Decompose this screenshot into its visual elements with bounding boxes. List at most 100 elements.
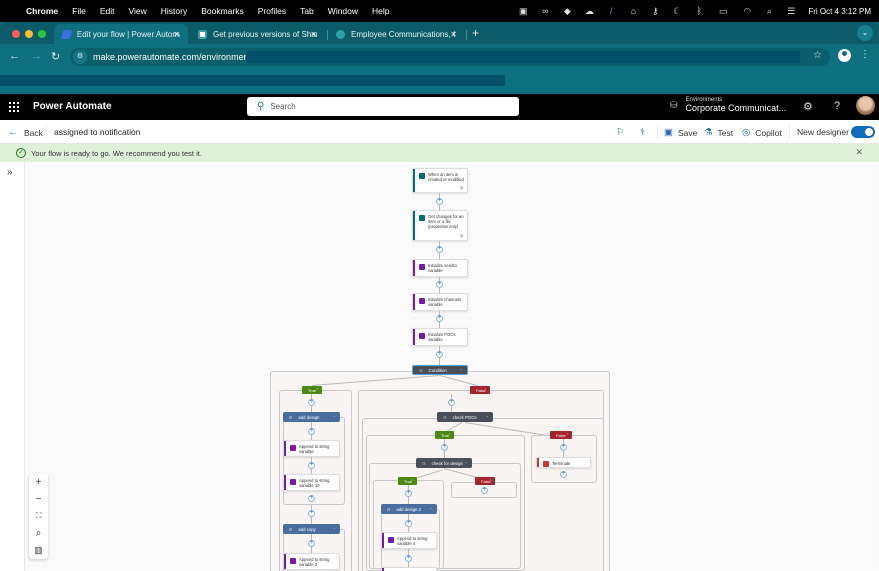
key-icon[interactable]: ⚷ (652, 6, 659, 16)
check-for-design-node[interactable]: ☷ check for design ⌃ (416, 458, 472, 468)
add-step-button[interactable]: + (308, 428, 315, 435)
collapse-icon[interactable]: ⌃ (459, 367, 463, 373)
init-pocs-node[interactable]: Initialize POCs variable (412, 328, 468, 346)
spotlight-icon[interactable]: ⌕ (766, 6, 772, 16)
add-step-button[interactable]: + (436, 246, 443, 253)
add-step-button[interactable]: + (448, 399, 455, 406)
zoom-out-button[interactable]: − (35, 494, 42, 506)
append-node[interactable]: Append to string variable 4 (381, 532, 437, 549)
profile-icon[interactable] (838, 49, 851, 62)
menu-file[interactable]: File (72, 6, 86, 16)
check-for-design-true-label[interactable]: True⌃ (398, 477, 417, 485)
add-step-button[interactable]: + (405, 520, 412, 527)
add-step-button[interactable]: + (560, 444, 567, 451)
avatar[interactable] (856, 96, 875, 115)
close-tab-icon[interactable]: ✕ (310, 29, 317, 39)
moon-icon[interactable]: ☾ (673, 6, 682, 16)
add-step-button[interactable]: + (436, 315, 443, 322)
menu-bookmarks[interactable]: Bookmarks (201, 6, 244, 16)
add-step-button[interactable]: + (405, 490, 412, 497)
settings-icon[interactable]: ⚙ (803, 101, 813, 113)
add-step-button[interactable]: + (405, 555, 412, 562)
close-tab-icon[interactable]: ✕ (450, 29, 457, 39)
add-step-button[interactable]: + (308, 540, 315, 547)
add-step-button[interactable]: + (308, 399, 315, 406)
minimize-window-button[interactable] (25, 30, 33, 38)
collapse-icon[interactable]: ⌃ (485, 414, 489, 420)
add-step-button[interactable]: + (308, 462, 315, 469)
menu-view[interactable]: View (128, 6, 147, 16)
flow-name[interactable]: assigned to notification (54, 127, 141, 137)
waffle-icon[interactable] (9, 102, 19, 112)
check-pocs-true-label[interactable]: True⌃ (435, 431, 454, 439)
copilot-button[interactable]: ◎ Copilot (742, 127, 782, 138)
close-tab-icon[interactable]: ✕ (173, 29, 180, 39)
check-for-design-false-label[interactable]: False⌃ (475, 477, 495, 485)
get-changes-node[interactable]: Get changes for an item or a file (prope… (412, 210, 468, 241)
add-step-button[interactable]: + (436, 198, 443, 205)
back-nav-icon[interactable]: ← (9, 50, 20, 62)
scope-add-design-2[interactable]: ⊡ add design 2 ⌃ (381, 504, 437, 514)
menu-tab[interactable]: Tab (300, 6, 314, 16)
search-canvas-button[interactable]: ⌕ (35, 527, 42, 539)
bookmark-star-icon[interactable]: ☆ (813, 50, 822, 61)
wifi-icon[interactable]: ◠ (743, 6, 752, 16)
pen-icon[interactable]: / (610, 6, 613, 16)
expand-panel-icon[interactable]: » (7, 167, 13, 178)
check-pocs-node[interactable]: ☷ check POCs ⌃ (437, 412, 493, 422)
collapse-icon[interactable]: ⌃ (332, 414, 336, 420)
chrome-menu-icon[interactable]: ⋮ (860, 49, 870, 60)
url-text[interactable]: make.powerautomate.com/environments (93, 52, 256, 62)
menu-edit[interactable]: Edit (99, 6, 115, 16)
add-step-button[interactable]: + (436, 281, 443, 288)
tab-search-button[interactable]: ⌄ (857, 25, 873, 41)
add-step-button[interactable]: + (481, 487, 488, 494)
condition-node[interactable]: ☷ Condition ⌃ (412, 365, 468, 375)
init-channels-node[interactable]: Initialize channels variable (412, 293, 468, 311)
control-center-icon[interactable]: ☰ (787, 6, 796, 16)
add-step-button[interactable]: + (308, 510, 315, 517)
add-step-button[interactable]: + (308, 495, 315, 502)
tab-employee-communications[interactable]: Employee Communications, C ✕ (328, 24, 465, 44)
back-button[interactable]: ← Back (8, 127, 43, 138)
environment-picker[interactable]: ⛁ Environments Corporate Communicat... (670, 97, 786, 113)
app-icon[interactable]: ⌂ (630, 6, 637, 16)
save-button[interactable]: ▣ Save (664, 127, 697, 138)
feedback-icon[interactable]: ⚐ (616, 127, 625, 138)
outlook-icon[interactable]: ▣ (519, 6, 528, 16)
menu-window[interactable]: Window (327, 6, 359, 16)
battery-icon[interactable]: ▭ (719, 6, 728, 16)
new-designer-toggle[interactable] (851, 126, 875, 138)
true-branch-label[interactable]: True⌃ (302, 386, 322, 394)
cloud-icon[interactable]: ☁ (584, 6, 594, 16)
add-step-button[interactable]: + (560, 471, 567, 478)
collapse-icon[interactable]: ⌃ (464, 460, 468, 466)
tab-edit-flow[interactable]: Edit your flow | Power Automate ✕ (54, 24, 188, 44)
site-info-icon[interactable]: ⚙ (73, 50, 87, 64)
bluetooth-icon[interactable]: ᛒ (696, 6, 703, 16)
flow-checker-icon[interactable]: ⚕ (640, 127, 646, 138)
forward-nav-icon[interactable]: → (31, 50, 42, 62)
collapse-icon[interactable]: ⌃ (429, 506, 433, 512)
clock[interactable]: Fri Oct 4 3:12 PM (808, 6, 871, 16)
test-button[interactable]: ⚗ Test (704, 127, 733, 138)
fit-view-button[interactable]: ⛶ (35, 511, 42, 521)
address-bar[interactable]: ⚙ make.powerautomate.com/environments ☆ (70, 48, 830, 66)
init-sendto-node[interactable]: Initialize sendto variable (412, 259, 468, 277)
help-icon[interactable]: ? (834, 100, 841, 112)
append-node[interactable]: Append to string variable 10 (283, 474, 340, 491)
menu-profiles[interactable]: Profiles (257, 6, 287, 16)
app-title[interactable]: Power Automate (33, 101, 112, 112)
collapse-icon[interactable]: ⌃ (332, 526, 336, 532)
append-node-partial[interactable] (381, 567, 437, 571)
scope-add-copy[interactable]: ⊡ add copy ⌃ (283, 524, 340, 534)
add-step-button[interactable]: + (436, 351, 443, 358)
close-window-button[interactable] (12, 30, 20, 38)
minimap-button[interactable]: ▥ (34, 544, 43, 555)
menu-app-name[interactable]: Chrome (26, 6, 59, 16)
terminate-node[interactable]: Terminate (536, 457, 591, 468)
menu-help[interactable]: Help (372, 6, 390, 16)
zoom-in-button[interactable]: + (35, 477, 42, 489)
add-step-button[interactable]: + (441, 444, 448, 451)
alert-icon[interactable]: ◆ (563, 6, 571, 16)
